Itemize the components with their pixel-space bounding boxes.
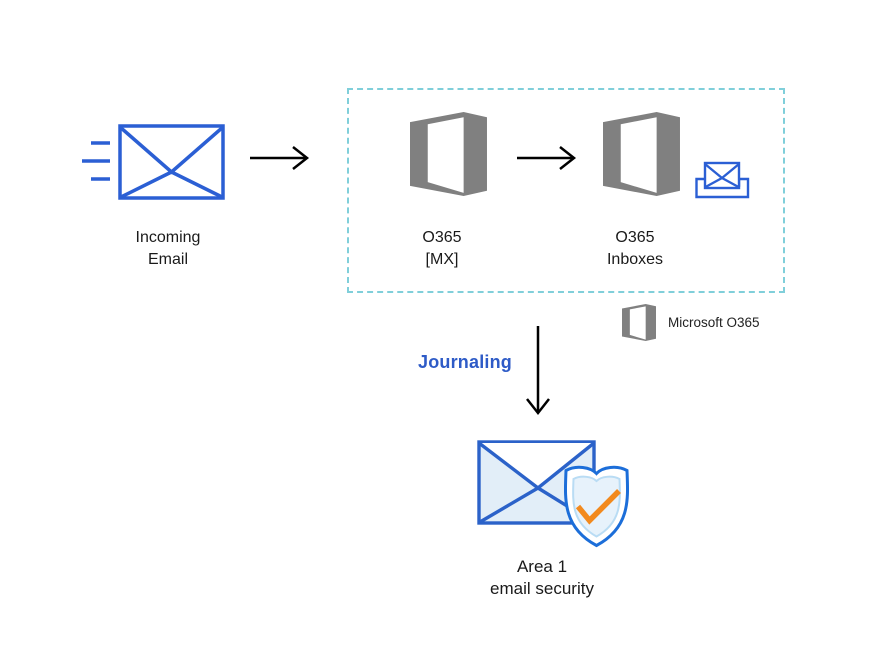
arrow-right-icon xyxy=(250,146,310,170)
incoming-email-label: Incoming Email xyxy=(135,229,201,268)
o365-dashed-boundary xyxy=(347,88,785,293)
o365-mx-label: O365 [MX] xyxy=(422,229,462,268)
office365-logo xyxy=(622,304,656,341)
o365-inboxes-label: O365 Inboxes xyxy=(606,229,664,268)
legend-label: Microsoft O365 xyxy=(668,315,760,330)
inbox-envelope-icon xyxy=(695,161,750,199)
office365-logo xyxy=(410,112,487,196)
envelope-speed-lines-icon xyxy=(82,124,225,200)
legend: Microsoft O365 xyxy=(622,304,760,341)
arrow-down-icon xyxy=(526,326,550,416)
envelope-shield-check-icon xyxy=(477,440,630,548)
arrow-right-icon xyxy=(517,146,577,170)
journaling-label: Journaling xyxy=(418,352,513,372)
office365-logo xyxy=(603,112,680,196)
area1-label: Area 1 email security xyxy=(490,557,594,598)
check-icon xyxy=(575,489,621,525)
